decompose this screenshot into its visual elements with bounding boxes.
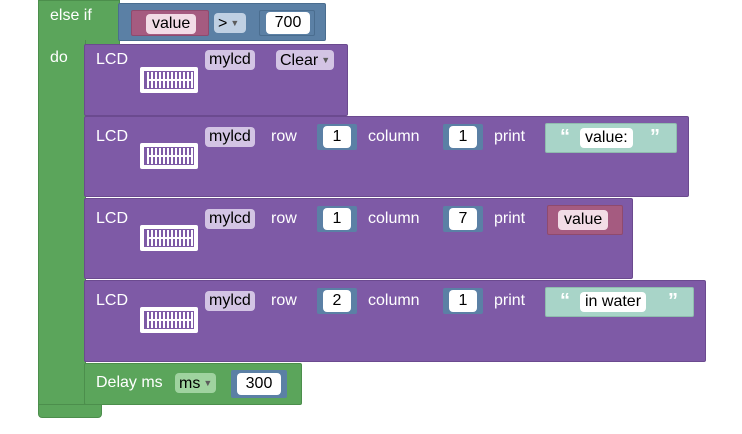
chevron-down-icon: ▼ <box>203 378 213 388</box>
else-if-label: else if <box>50 7 92 24</box>
lcd-icon <box>140 307 198 333</box>
lcd-label: LCD <box>96 51 129 68</box>
row-field[interactable]: 1 <box>323 126 351 148</box>
lcd-action-value: Clear <box>280 52 319 69</box>
print-label: print <box>494 292 526 309</box>
variable-field[interactable]: value <box>146 14 197 34</box>
lcd-label: LCD <box>96 292 129 309</box>
open-quote-icon: “ <box>560 126 570 148</box>
column-field[interactable]: 7 <box>449 208 477 230</box>
else-if-block[interactable] <box>38 0 120 45</box>
delay-value-field[interactable]: 300 <box>237 373 281 395</box>
print-label: print <box>494 210 526 227</box>
operator-dropdown[interactable]: >▼ <box>214 13 246 33</box>
lcd-icon <box>140 143 198 169</box>
lcd-clear-block[interactable]: LCD mylcd Clear▼ <box>84 44 348 116</box>
lcd-name-field[interactable]: mylcd <box>205 127 255 147</box>
row-field[interactable]: 2 <box>323 290 351 312</box>
column-label: column <box>368 128 420 145</box>
close-quote-icon: ” <box>650 126 660 148</box>
column-field[interactable]: 1 <box>449 126 477 148</box>
row-label: row <box>271 210 297 227</box>
chevron-down-icon: ▼ <box>321 55 331 65</box>
close-quote-icon: ” <box>668 290 678 312</box>
lcd-name-field[interactable]: mylcd <box>205 291 255 311</box>
row-number-block[interactable]: 2 <box>317 288 357 314</box>
do-label: do <box>50 49 68 66</box>
lcd-name-field[interactable]: mylcd <box>205 50 255 70</box>
column-label: column <box>368 210 420 227</box>
column-label: column <box>368 292 420 309</box>
lcd-print-block[interactable]: LCD mylcd row 2 column 1 print “ in wate… <box>84 280 706 362</box>
text-field[interactable]: value: <box>580 128 633 148</box>
lcd-action-dropdown[interactable]: Clear▼ <box>276 50 335 70</box>
open-quote-icon: “ <box>560 290 570 312</box>
print-label: print <box>494 128 526 145</box>
row-number-block[interactable]: 1 <box>317 124 357 150</box>
operator-value: > <box>218 15 228 32</box>
chevron-down-icon: ▼ <box>230 18 240 28</box>
variable-block[interactable]: value <box>547 205 623 235</box>
column-number-block[interactable]: 1 <box>443 124 483 150</box>
if-block-bottom <box>38 404 102 418</box>
lcd-print-block[interactable]: LCD mylcd row 1 column 1 print “ value: … <box>84 116 689 197</box>
delay-number-block[interactable]: 300 <box>231 370 287 398</box>
number-field[interactable]: 700 <box>266 12 310 34</box>
row-label: row <box>271 292 297 309</box>
text-field[interactable]: in water <box>580 292 647 312</box>
variable-block[interactable]: value <box>131 10 209 36</box>
text-block[interactable]: “ value: ” <box>545 123 677 153</box>
text-block[interactable]: “ in water ” <box>545 287 694 317</box>
lcd-label: LCD <box>96 210 129 227</box>
lcd-icon <box>140 67 198 93</box>
delay-unit-dropdown[interactable]: ms▼ <box>175 373 217 393</box>
delay-unit-value: ms <box>179 375 201 392</box>
lcd-print-var-block[interactable]: LCD mylcd row 1 column 7 print value <box>84 198 633 279</box>
row-field[interactable]: 1 <box>323 208 351 230</box>
column-number-block[interactable]: 7 <box>443 206 483 232</box>
lcd-icon <box>140 225 198 251</box>
delay-label: Delay ms <box>96 374 163 391</box>
lcd-name-field[interactable]: mylcd <box>205 209 255 229</box>
column-number-block[interactable]: 1 <box>443 288 483 314</box>
do-spine <box>38 40 86 412</box>
row-number-block[interactable]: 1 <box>317 206 357 232</box>
lcd-label: LCD <box>96 128 129 145</box>
compare-block[interactable]: value >▼ 700 <box>118 3 326 41</box>
number-block[interactable]: 700 <box>259 10 315 36</box>
delay-block[interactable]: Delay ms ms▼ 300 <box>84 363 302 405</box>
column-field[interactable]: 1 <box>449 290 477 312</box>
row-label: row <box>271 128 297 145</box>
variable-field[interactable]: value <box>558 210 609 230</box>
